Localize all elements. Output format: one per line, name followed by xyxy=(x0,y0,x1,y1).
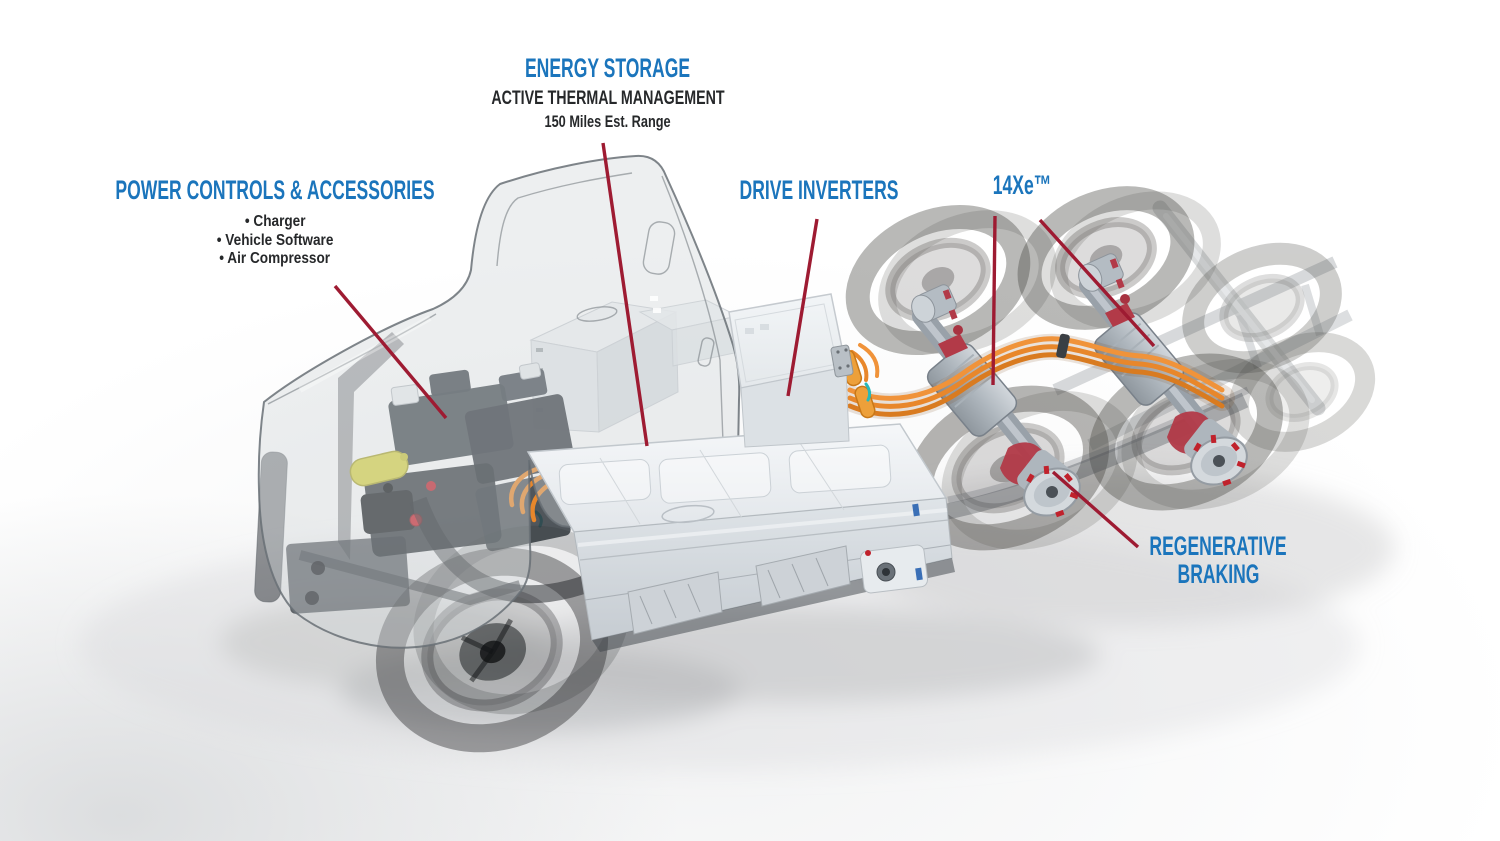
e-axle-2 xyxy=(1078,253,1248,487)
label-power-controls: POWER CONTROLS & ACCESSORIES Charger Veh… xyxy=(29,176,520,269)
regenerative-braking-line1: REGENERATIVE xyxy=(1149,531,1287,561)
leader-drive-inverters xyxy=(786,218,819,397)
power-controls-item: Charger xyxy=(29,213,520,232)
power-controls-item: Vehicle Software xyxy=(29,232,520,251)
label-regenerative-braking: REGENERATIVE BRAKING xyxy=(1112,532,1323,588)
leader-energy-storage xyxy=(601,142,649,447)
drive-inverter-unit xyxy=(728,293,854,448)
label-14xe: 14Xe™ xyxy=(977,171,1067,199)
air-tank-yellow xyxy=(349,450,409,487)
energy-storage-title: ENERGY STORAGE xyxy=(525,53,691,83)
battery-step-plates xyxy=(627,545,851,635)
power-controls-title: POWER CONTROLS & ACCESSORIES xyxy=(115,175,435,205)
regenerative-braking-line2: BRAKING xyxy=(1177,559,1259,590)
leader-power-controls xyxy=(333,284,448,420)
power-controls-items: Charger Vehicle Software Air Compressor xyxy=(29,213,520,269)
label-energy-storage: ENERGY STORAGE ACTIVE THERMAL MANAGEMENT… xyxy=(452,54,763,132)
power-controls-item: Air Compressor xyxy=(29,250,520,269)
battery-pack xyxy=(526,423,955,652)
drive-inverters-title: DRIVE INVERTERS xyxy=(739,175,899,205)
leader-14xe-rear-axle xyxy=(1038,218,1156,348)
14xe-title: 14Xe™ xyxy=(992,170,1052,200)
energy-storage-range: 150 Miles Est. Range xyxy=(544,111,672,131)
leader-lines xyxy=(333,142,1156,549)
leader-14xe-front-axle xyxy=(991,215,997,386)
leader-regenerative-braking xyxy=(1051,470,1140,549)
energy-storage-subtitle: ACTIVE THERMAL MANAGEMENT xyxy=(491,88,725,110)
e-axle-1 xyxy=(911,284,1081,518)
label-drive-inverters: DRIVE INVERTERS xyxy=(697,176,942,204)
